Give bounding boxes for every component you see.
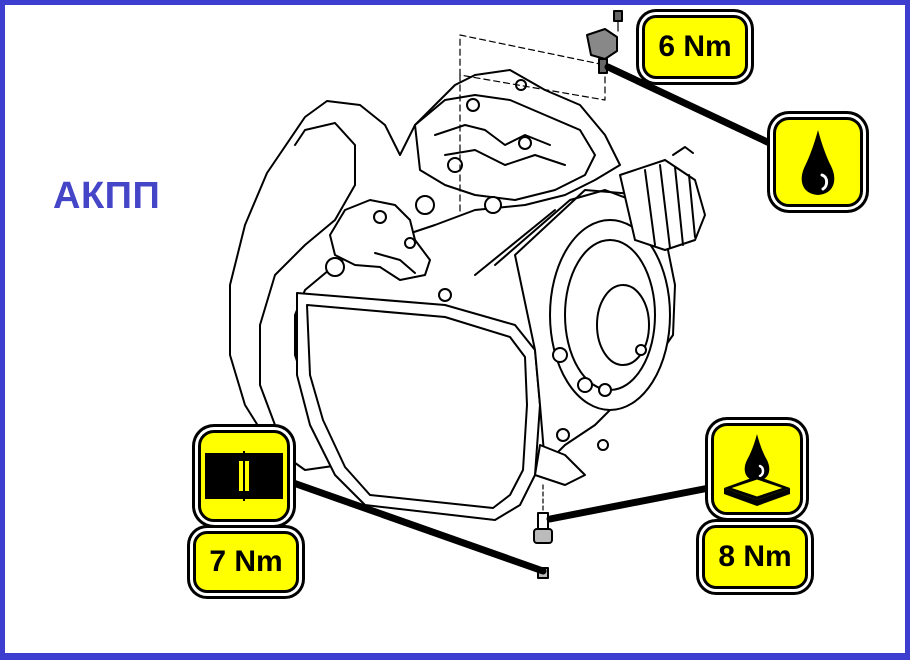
sealant-icon-box (711, 423, 803, 515)
transmission-drawing (229, 10, 799, 579)
torque-badge-bottom-right: 8 Nm (702, 525, 808, 589)
oil-pan (296, 292, 541, 521)
selector-lever (329, 199, 431, 281)
torque-badge-top: 6 Nm (642, 15, 748, 79)
leader-line-oil (604, 63, 799, 159)
oil-drop-icon (801, 130, 835, 195)
gasket-seal-icon (205, 451, 283, 501)
sensor-part (586, 28, 618, 60)
oil-drop-box (773, 117, 863, 207)
leader-line-7nm (281, 476, 547, 575)
torque-label-bottom-left: 7 Nm (209, 545, 283, 578)
end-cover (549, 219, 671, 411)
gasket-icon-box (198, 430, 290, 522)
page-title: АКПП (53, 175, 161, 217)
torque-badge-bottom-left: 7 Nm (193, 531, 299, 593)
torque-label-top: 6 Nm (658, 30, 732, 63)
housing-inner-edge (259, 122, 356, 426)
sealant-drop-icon (724, 434, 790, 506)
output-flange (619, 159, 706, 251)
torque-label-bottom-right: 8 Nm (718, 540, 792, 573)
